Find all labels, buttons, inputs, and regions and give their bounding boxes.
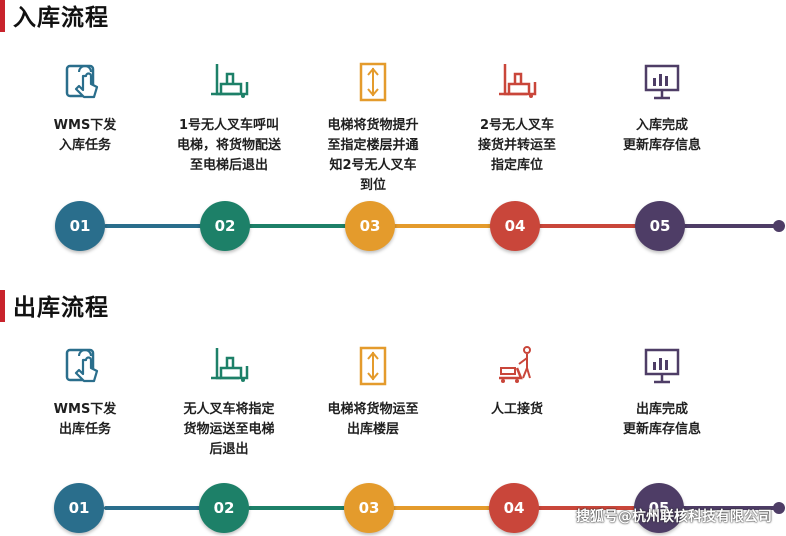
outbound-title: 出库流程 — [13, 295, 109, 321]
touch-screen-icon — [65, 348, 99, 383]
step-number-badge: 04 — [490, 201, 540, 251]
timeline-segment — [681, 224, 776, 228]
step-number-badge: 02 — [200, 201, 250, 251]
step-number-badge: 02 — [199, 483, 249, 533]
step-label: 出库完成 更新库存信息 — [622, 402, 701, 437]
step-label: WMS下发 出库任务 — [53, 402, 117, 437]
step-number-badge: 04 — [489, 483, 539, 533]
pallet-jack-worker-icon — [499, 346, 531, 383]
step-label: 无人叉车将指定 货物运送至电梯 后退出 — [183, 402, 275, 457]
timeline-segment — [537, 224, 637, 228]
monitor-chart-icon — [644, 348, 680, 384]
touch-screen-icon — [65, 64, 99, 99]
timeline-end-dot — [773, 220, 785, 232]
timeline-segment — [681, 506, 776, 510]
timeline-segment — [392, 224, 492, 228]
timeline-segment — [248, 224, 348, 228]
step-label: 人工接货 — [490, 402, 543, 417]
outbound-section: 出库流程 WMS下发 出库任务 无人叉车将指定 货物运送至电梯 后退出 电梯将货… — [0, 284, 786, 536]
step-label: WMS下发 入库任务 — [53, 118, 117, 153]
monitor-chart-icon — [644, 64, 680, 100]
timeline-segment — [104, 224, 204, 228]
timeline-segment — [104, 506, 204, 510]
step-number-badge: 03 — [344, 483, 394, 533]
elevator-icon — [359, 62, 387, 102]
step-label: 入库完成 更新库存信息 — [622, 118, 701, 153]
timeline-end-dot — [773, 502, 785, 514]
forklift-icon — [211, 348, 249, 382]
elevator-icon — [359, 346, 387, 386]
timeline-segment — [537, 506, 637, 510]
step-label: 电梯将货物运至 出库楼层 — [327, 402, 419, 437]
step-number-badge: 05 — [634, 483, 684, 533]
forklift-icon — [211, 64, 249, 98]
inbound-section: 入库流程 WMS下发 入库任务 1号无人叉车呼叫 电梯，将货物配送 至电梯后退出… — [0, 0, 786, 251]
step-number-badge: 03 — [345, 201, 395, 251]
forklift-icon — [499, 64, 537, 98]
title-accent-bar — [0, 290, 5, 322]
step-label: 2号无人叉车 接货并转运至 指定库位 — [477, 118, 556, 173]
step-number-badge: 01 — [55, 201, 105, 251]
step-number-badge: 05 — [635, 201, 685, 251]
step-label: 1号无人叉车呼叫 电梯，将货物配送 至电梯后退出 — [176, 118, 281, 173]
step-number-badge: 01 — [54, 483, 104, 533]
timeline-segment — [392, 506, 492, 510]
title-accent-bar — [0, 0, 5, 32]
timeline-segment — [248, 506, 348, 510]
watermark-text: 搜狐号@杭州联核科技有限公司 — [576, 509, 772, 525]
inbound-title: 入库流程 — [13, 5, 109, 31]
step-label: 电梯将货物提升 至指定楼层并通 知2号无人叉车 到位 — [327, 118, 419, 193]
